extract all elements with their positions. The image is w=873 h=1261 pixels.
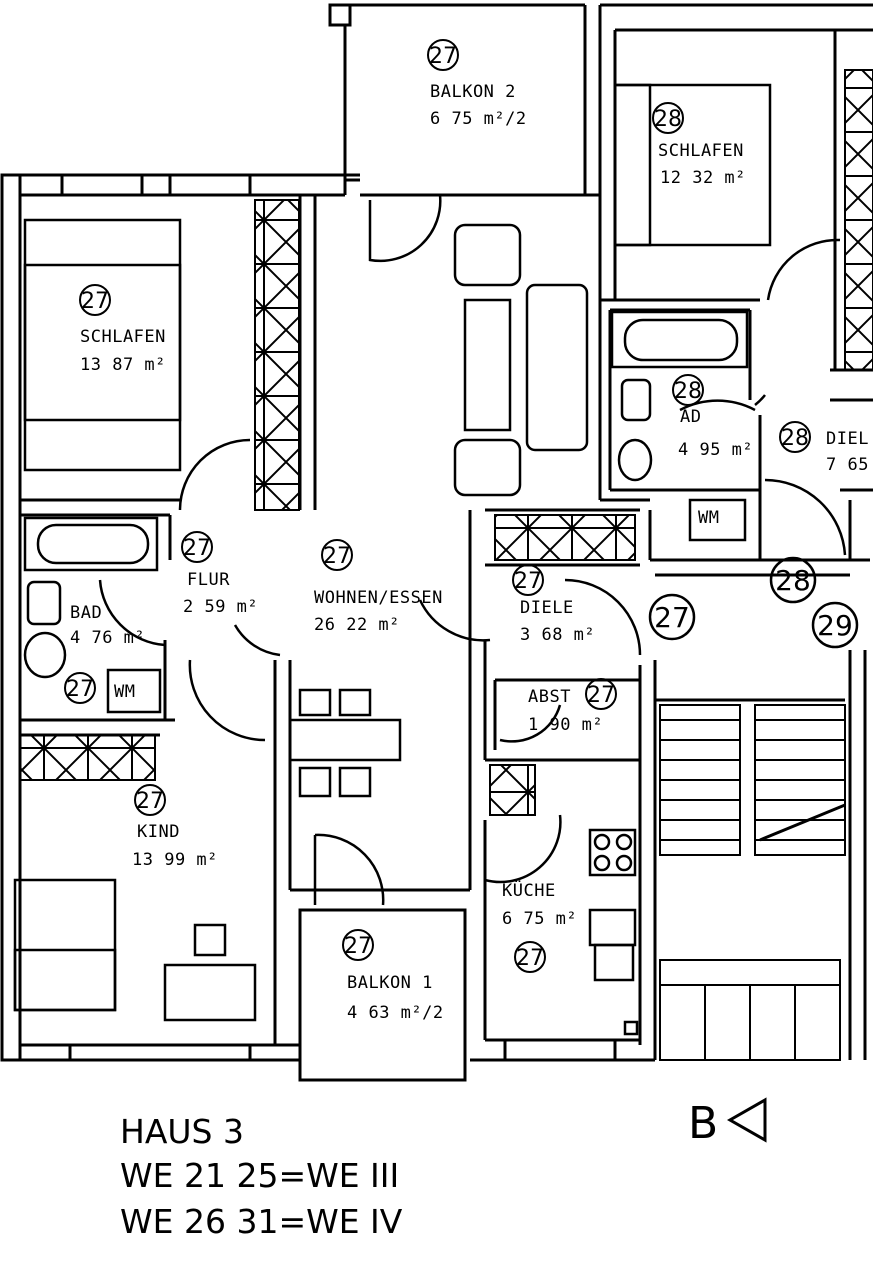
room-area: 1 90 m²	[528, 715, 603, 735]
room-name: KIND	[137, 822, 180, 842]
washing-machine-label: WM	[698, 508, 719, 528]
room-number: 27	[516, 946, 544, 971]
staircase	[659, 704, 846, 1061]
room-name: SCHLAFEN	[658, 141, 744, 161]
room-name: WOHNEN/ESSEN	[314, 588, 443, 608]
svg-text:29: 29	[817, 609, 853, 642]
section-marker: B	[688, 1097, 767, 1149]
legend-units-3: WE 21 25=WE III	[120, 1156, 399, 1195]
room-kind-27: 27 KIND 13 99 m²	[132, 784, 218, 870]
furniture	[13, 83, 772, 1036]
room-area: 13 99 m²	[132, 850, 218, 870]
room-wohnen-essen-27: 27 WOHNEN/ESSEN 26 22 m²	[314, 539, 443, 635]
room-name: ABST	[528, 687, 571, 707]
room-kueche-27: KÜCHE 6 75 m² 27	[502, 879, 577, 973]
room-name: FLUR	[187, 570, 230, 590]
room-area: 26 22 m²	[314, 615, 400, 635]
washing-machine-label: WM	[114, 682, 135, 702]
walls	[0, 3, 873, 1082]
room-area: 12 32 m²	[660, 168, 746, 188]
unit-marker-29: 29	[811, 601, 859, 649]
room-number: 27	[136, 789, 164, 814]
room-name: BALKON 2	[430, 82, 516, 102]
room-schlafen-27: 27 SCHLAFEN 13 87 m²	[79, 284, 166, 375]
room-number: 27	[183, 536, 211, 561]
legend-house: HAUS 3	[120, 1112, 244, 1151]
room-number: 27	[66, 677, 94, 702]
room-area: 7 65	[826, 455, 869, 475]
room-area: 6 75 m²/2	[430, 109, 527, 129]
room-bad-28: 28 AD 4 95 m²	[672, 374, 753, 460]
room-area: 4 76 m²	[70, 628, 145, 648]
room-abst-27: ABST 27 1 90 m²	[528, 678, 617, 735]
room-number: 27	[429, 44, 457, 69]
room-area: 13 87 m²	[80, 355, 166, 375]
room-name: BALKON 1	[347, 973, 433, 993]
room-flur-27: 27 FLUR 2 59 m²	[181, 531, 258, 617]
legend-units-4: WE 26 31=WE IV	[120, 1202, 403, 1241]
svg-text:28: 28	[775, 564, 811, 597]
room-name: DIELE	[520, 598, 574, 618]
doors	[98, 194, 847, 906]
section-letter: B	[688, 1098, 718, 1149]
svg-text:27: 27	[654, 601, 690, 634]
room-number: 28	[781, 426, 809, 451]
room-number: 28	[654, 107, 682, 132]
room-area: 3 68 m²	[520, 625, 595, 645]
room-area: 4 63 m²/2	[347, 1003, 444, 1023]
room-number: 27	[514, 569, 542, 594]
room-name: AD	[680, 407, 701, 427]
hatched-shafts	[19, 69, 873, 816]
room-number: 28	[674, 379, 702, 404]
room-balkon1: 27 BALKON 1 4 63 m²/2	[342, 929, 444, 1023]
room-number: 27	[344, 934, 372, 959]
room-bad-27: BAD 4 76 m² 27	[64, 603, 145, 704]
section-arrow-icon	[726, 1097, 767, 1143]
room-number: 27	[323, 544, 351, 569]
room-name: SCHLAFEN	[80, 327, 166, 347]
room-diele-27: 27 DIELE 3 68 m²	[512, 564, 595, 645]
room-number: 27	[587, 683, 615, 708]
room-name: BAD	[70, 603, 102, 623]
room-name: KÜCHE	[502, 879, 556, 901]
room-diele-28: 28 DIEL 7 65	[779, 421, 869, 475]
room-area: 4 95 m²	[678, 440, 753, 460]
unit-marker-28: 28	[769, 556, 817, 604]
room-schlafen-28: 28 SCHLAFEN 12 32 m²	[652, 102, 746, 188]
room-area: 2 59 m²	[183, 597, 258, 617]
room-name: DIEL	[826, 429, 869, 449]
house-legend: HAUS 3 WE 21 25=WE III WE 26 31=WE IV	[120, 1112, 403, 1241]
room-balkon2: 27 BALKON 2 6 75 m²/2	[427, 39, 527, 129]
room-area: 6 75 m²	[502, 909, 577, 929]
room-number: 27	[81, 289, 109, 314]
unit-marker-27: 27	[648, 593, 696, 641]
